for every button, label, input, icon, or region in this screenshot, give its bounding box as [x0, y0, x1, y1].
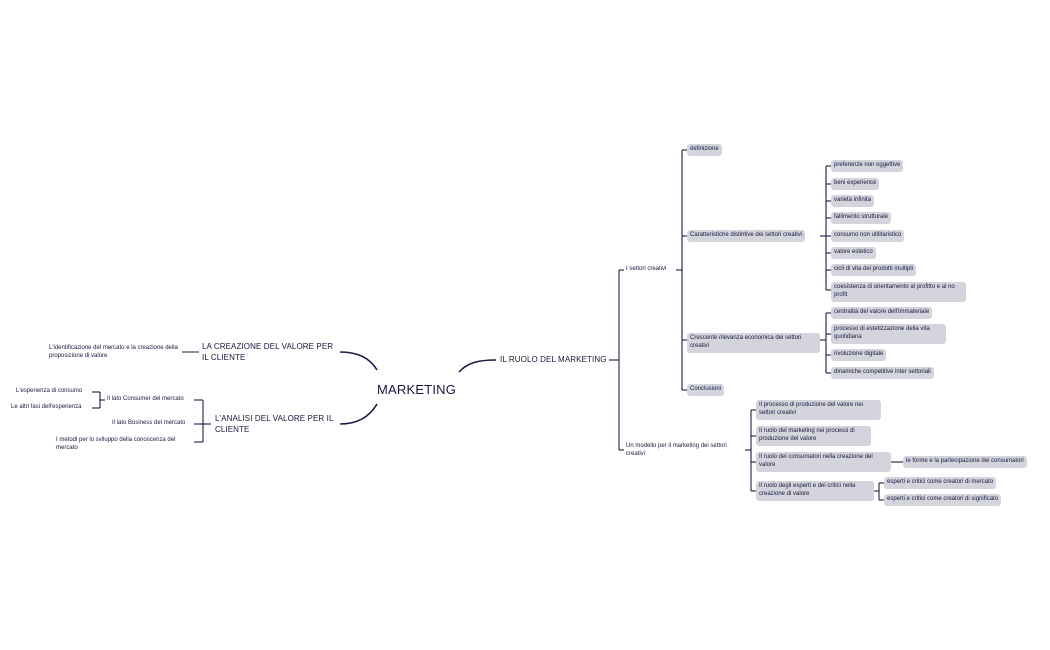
box-processo-produzione-valore[interactable]: Il processo di produzione del valore nei… — [756, 400, 881, 420]
subtopic-altri-fasi-esperienza[interactable]: Le altri fasi dell'esperienza — [11, 404, 82, 410]
central-topic[interactable]: MARKETING — [377, 382, 457, 397]
box-estetizzazione-vita[interactable]: processo di estetizzazione della vita qu… — [831, 324, 946, 344]
box-creatori-mercato[interactable]: esperti e critici come creatori di merca… — [884, 477, 997, 489]
subtopic-identificazione-mercato[interactable]: L'identificazione del mercato e la creaz… — [49, 345, 178, 359]
subtopic-lato-consumer[interactable]: Il lato Consumer del mercato — [107, 396, 184, 402]
box-forme-partecipazione[interactable]: le forme e la partecipazione dei consuma… — [903, 456, 1027, 468]
box-rivoluzione-digitale[interactable]: rivoluzione digitale — [831, 349, 887, 361]
box-varieta-infinita[interactable]: varietà infinita — [831, 195, 875, 207]
box-centralita-immateriale[interactable]: centralità del valore dell'immateriale — [831, 307, 933, 319]
box-creatori-significato[interactable]: esperti e critici come creatori di signi… — [884, 494, 1002, 506]
subtopic-modello-marketing[interactable]: Un modello per il marketing dei settori … — [626, 443, 727, 457]
box-preferenze-non-oggettive[interactable]: preferenze non oggettive — [831, 160, 904, 172]
box-cicli-di-vita[interactable]: cicli di vita dei prodotti multipli — [831, 264, 917, 276]
box-definizione[interactable]: definizione — [687, 144, 722, 156]
topic-creazione-valore[interactable]: LA CREAZIONE DEL VALORE PER IL CLIENTE — [202, 342, 334, 362]
subtopic-metodi-conoscenza[interactable]: I metodi per lo sviluppo della conoscenz… — [56, 437, 176, 451]
box-consumo-non-utilitaristico[interactable]: consumo non utilitaristico — [831, 230, 905, 242]
box-ruolo-consumatori[interactable]: Il ruolo dei consumatori nella creazione… — [756, 452, 891, 472]
box-ruolo-marketing-processi[interactable]: Il ruolo del marketing nei processi di p… — [756, 426, 871, 446]
box-coesistenza-profitto[interactable]: coesistenza di orientamento al profitto … — [831, 282, 966, 302]
topic-analisi-valore[interactable]: L'ANALISI DEL VALORE PER IL CLIENTE — [215, 414, 334, 434]
box-valore-estetico[interactable]: valore estetico — [831, 247, 876, 259]
box-beni-experience[interactable]: beni experience — [831, 178, 880, 190]
box-fallimento-strutturale[interactable]: fallimento strutturale — [831, 212, 892, 224]
box-ruolo-esperti[interactable]: Il ruolo degli esperti e dei critici nel… — [756, 481, 874, 501]
subtopic-esperienza-consumo[interactable]: L'esperienza di consumo — [16, 388, 83, 394]
box-caratteristiche-distintive[interactable]: Caratteristiche distintive dei settori c… — [687, 230, 806, 242]
box-crescente-rilevanza[interactable]: Crescente rilevanza economica dei settor… — [687, 333, 820, 353]
box-conclusioni[interactable]: Conclusioni — [687, 384, 725, 396]
box-dinamiche-competitive[interactable]: dinamiche competitive inter settoriali — [831, 367, 934, 379]
subtopic-lato-business[interactable]: Il lato Business del mercato — [112, 420, 186, 426]
topic-ruolo-marketing[interactable]: IL RUOLO DEL MARKETING — [500, 355, 607, 364]
subtopic-settori-creativi[interactable]: I settori creativi — [626, 266, 667, 272]
